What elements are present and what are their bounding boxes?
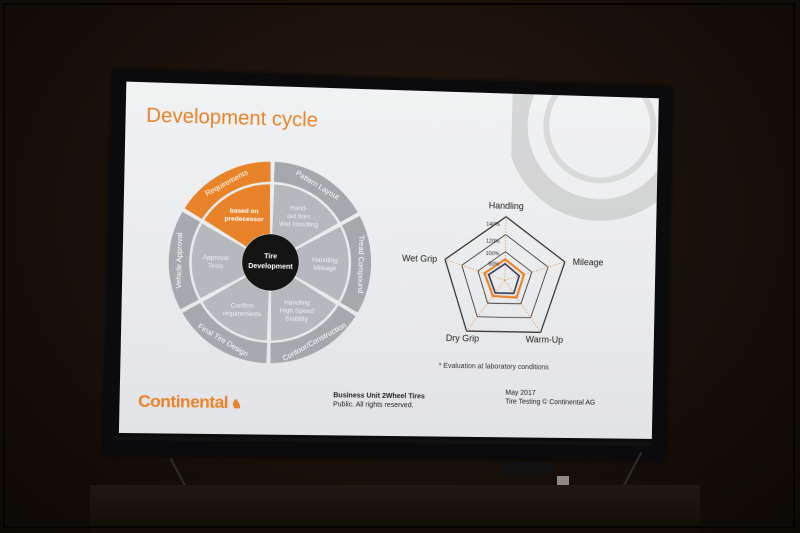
continental-logo: Continental♞ xyxy=(138,392,242,414)
inner-segment-label: Mileage xyxy=(313,265,336,272)
ring-segment xyxy=(167,211,201,310)
inner-segment-label: Confirm xyxy=(231,302,255,309)
radar-axis-label: Mileage xyxy=(573,257,604,267)
center-hub xyxy=(241,233,300,292)
inner-segment-label: Approval xyxy=(203,254,230,262)
horse-icon: ♞ xyxy=(230,396,242,411)
radar-grid xyxy=(461,234,549,319)
footer-date: May 2017 Tire Testing © Continental AG xyxy=(505,389,595,408)
inner-segment-label: Hand- xyxy=(290,205,308,212)
device-box xyxy=(500,462,550,476)
inner-segment-label: predecessor xyxy=(224,216,264,224)
inner-segment-label: Wet Handling xyxy=(279,221,319,229)
inner-segment-label: out tires xyxy=(287,213,311,221)
center-label-line1: Tire xyxy=(264,253,277,260)
logo-text: Continental xyxy=(137,391,229,412)
ring-segment xyxy=(181,302,268,364)
radar-tick-label: 120% xyxy=(486,238,500,244)
radar-spoke xyxy=(505,217,506,281)
inner-segment xyxy=(269,277,337,342)
department-text: Tire Testing © Continental AG xyxy=(505,398,596,407)
inner-segment-label: requirements xyxy=(223,310,262,318)
ring-segment xyxy=(340,215,373,313)
radar-spoke xyxy=(504,280,542,332)
ring-segment xyxy=(270,304,356,365)
small-object xyxy=(557,476,569,486)
inner-segment-label: based on xyxy=(230,208,259,216)
inner-segment-label: Stability xyxy=(285,315,309,322)
inner-segment xyxy=(295,225,350,302)
ring-label: Tread Compound xyxy=(356,235,366,293)
radar-axis-label: Warm-Up xyxy=(526,334,564,344)
inner-segment xyxy=(190,223,246,300)
ring-segment xyxy=(184,159,271,221)
inner-segment xyxy=(201,276,270,341)
radar-axis-label: Wet Grip xyxy=(402,253,437,264)
footer-business-unit: Business Unit 2Wheel Tires Public. All r… xyxy=(333,391,425,410)
radar-tick-label: 140% xyxy=(486,222,500,228)
tv-cabinet xyxy=(90,485,700,533)
ring-segment xyxy=(273,161,359,223)
radar-spoke xyxy=(467,280,505,332)
rights-text: Public. All rights reserved. xyxy=(332,401,414,410)
inner-segment-label: Handling xyxy=(312,257,338,265)
ring-label: Vehicle Approval xyxy=(174,232,184,289)
radar-footnote: * Evaluation at laboratory conditions xyxy=(438,362,549,372)
inner-segment xyxy=(271,184,339,249)
center-label-line2: Development xyxy=(248,263,293,271)
inner-segment-label: Tests xyxy=(208,263,224,270)
radar-tick-label: 100% xyxy=(486,251,500,257)
inner-segment-label: Handling xyxy=(284,299,310,306)
slide-title: Development cycle xyxy=(145,104,319,132)
radar-axis-label: Handling xyxy=(489,200,524,211)
radar-axis-label: Dry Grip xyxy=(446,333,479,343)
inner-segment-label: High Speed xyxy=(280,307,315,315)
radar-tick-label: 80% xyxy=(488,261,499,267)
